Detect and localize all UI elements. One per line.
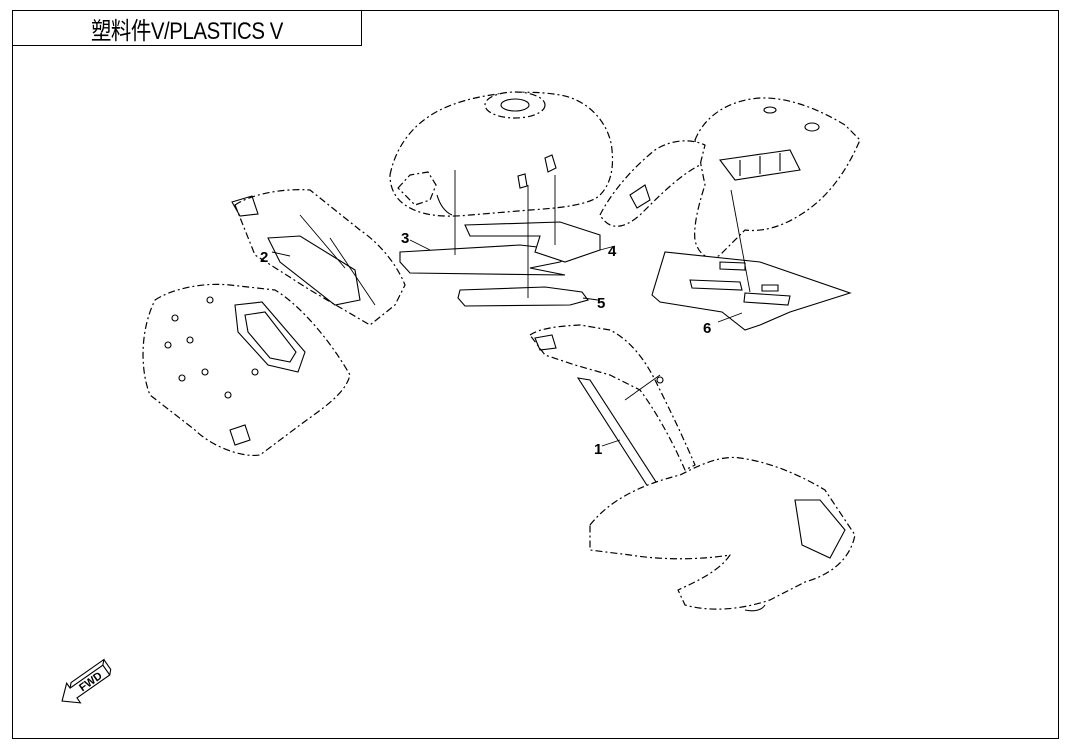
callout-3: 3 [401,230,409,247]
front-nose-cover [589,456,856,612]
floor-plate-6 [651,251,852,331]
foam-pad-5 [457,286,589,307]
callout-5: 5 [597,295,605,312]
callouts: 1 2 3 4 5 6 [260,230,711,458]
callout-6: 6 [703,320,711,337]
callout-1: 1 [594,441,602,458]
leader-lines [271,170,751,447]
foam-pad-4 [464,221,601,263]
side-panel-upper [231,189,406,326]
callout-2: 2 [260,249,268,266]
callout-4: 4 [608,243,617,260]
fuel-tank-cover [389,91,614,217]
front-fender-inner [529,324,696,491]
rear-fender [599,97,861,259]
drawing-frame [12,10,1059,739]
page-title: 塑料件V/PLASTICS V [90,17,283,45]
forward-arrow-icon: FWD [61,658,112,704]
title-block: 塑料件V/PLASTICS V [12,10,362,46]
left-side-cover [142,283,351,457]
